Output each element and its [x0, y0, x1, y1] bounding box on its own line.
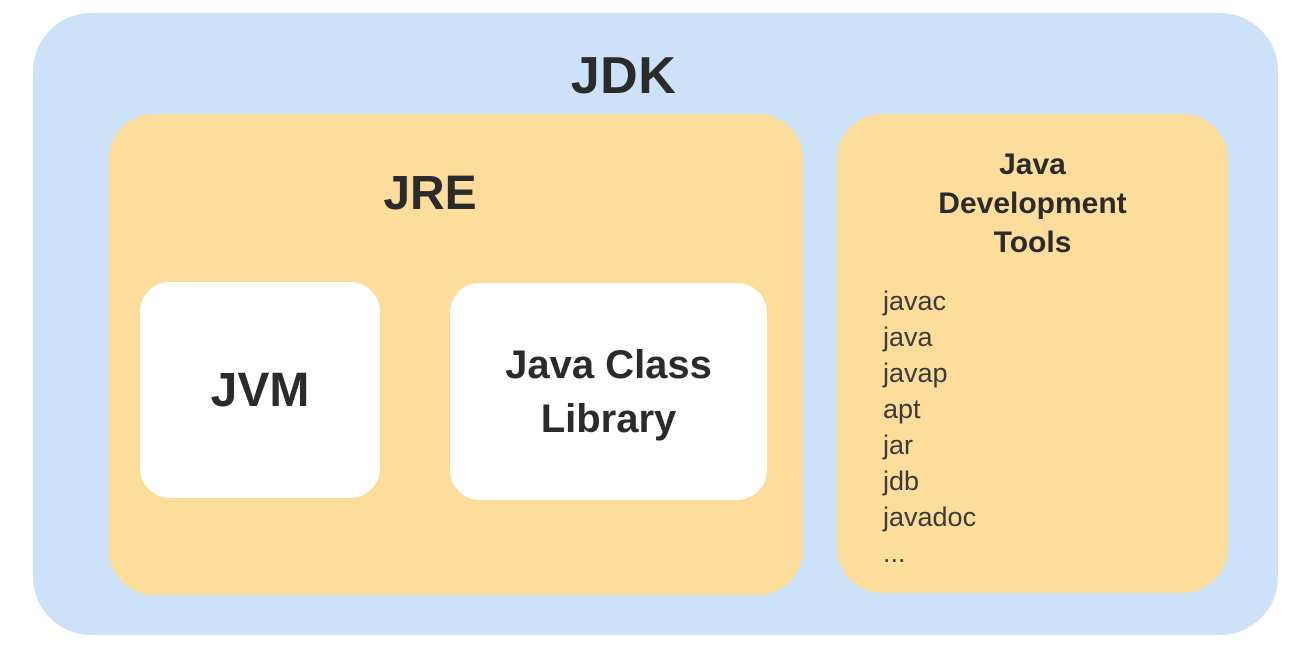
- tools-list-item: javadoc: [883, 502, 977, 532]
- tools-list-item: ...: [883, 538, 906, 568]
- tools-list-item: javac: [883, 286, 947, 316]
- java-class-library-label: Java Class Library: [505, 342, 712, 441]
- tools-list-item: apt: [883, 394, 921, 424]
- jre-container: JRE JVM Java Class Library: [109, 114, 803, 595]
- jre-title: JRE: [383, 167, 477, 220]
- tools-list: javac java javap apt jar jdb javadoc ...: [837, 283, 1228, 571]
- tools-list-item: jar: [883, 430, 914, 460]
- jvm-label: JVM: [210, 363, 310, 417]
- tools-list-item: java: [883, 322, 933, 352]
- tools-list-item: jdb: [883, 466, 920, 496]
- jdk-title: JDK: [570, 47, 677, 105]
- jvm-box: JVM: [140, 282, 380, 498]
- java-development-tools-title: Java Development Tools: [938, 148, 1127, 259]
- tools-list-item: javap: [883, 358, 948, 388]
- java-development-tools-box: Java Development Tools javac java javap …: [837, 114, 1228, 593]
- java-class-library-box: Java Class Library: [450, 283, 767, 500]
- jdk-container: JDK JRE JVM Java Class Library Java Deve…: [33, 13, 1278, 635]
